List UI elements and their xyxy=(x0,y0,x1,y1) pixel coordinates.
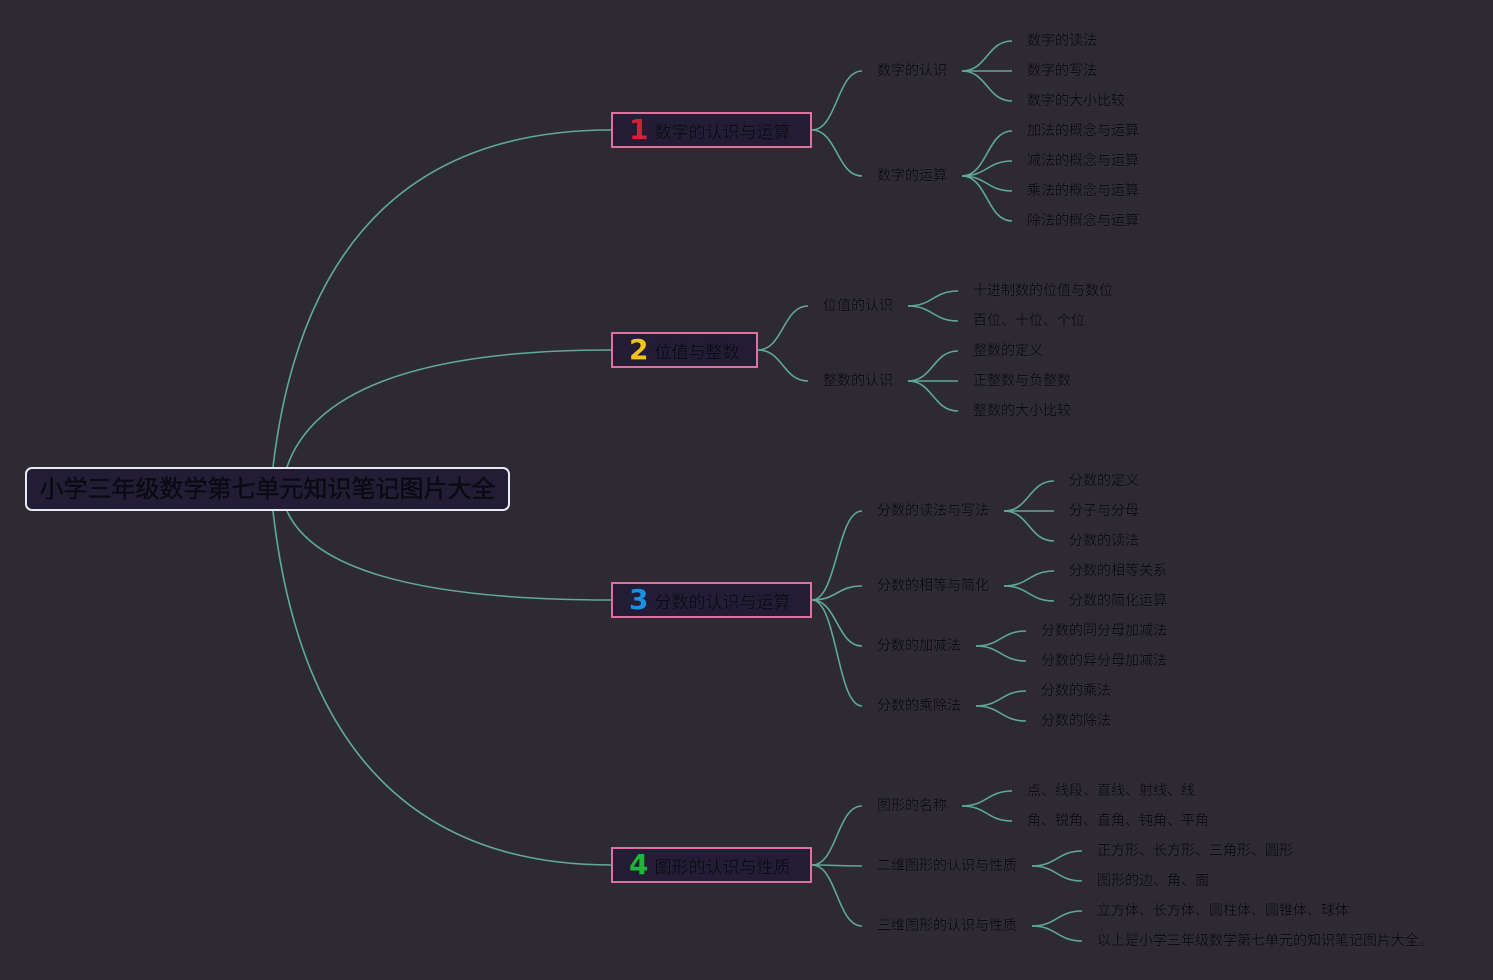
branch-link xyxy=(811,510,863,601)
branch-number: 3 xyxy=(629,583,649,616)
leaf-link xyxy=(961,40,1013,72)
leaf-topic[interactable]: 整数的大小比较 xyxy=(973,403,1071,419)
leaf-topic[interactable]: 减法的概念与运算 xyxy=(1027,153,1139,169)
subtopic[interactable]: 分数的加减法 xyxy=(877,638,961,654)
leaf-link xyxy=(1031,865,1083,882)
leaf-topic[interactable]: 分子与分母 xyxy=(1069,503,1139,519)
leaf-topic[interactable]: 数字的大小比较 xyxy=(1027,93,1125,109)
subtopic[interactable]: 二维图形的认识与性质 xyxy=(877,858,1017,874)
branch-3[interactable]: 3 分数的认识与运算 xyxy=(611,582,812,618)
leaf-link xyxy=(907,380,959,412)
branch-link xyxy=(811,864,863,867)
leaf-link xyxy=(975,705,1027,722)
branch-number: 1 xyxy=(629,113,649,146)
subtopic[interactable]: 三维图形的认识与性质 xyxy=(877,918,1017,934)
branch-label: 位值与整数 xyxy=(654,342,740,363)
leaf-topic[interactable]: 乘法的概念与运算 xyxy=(1027,183,1139,199)
leaf-link xyxy=(1031,910,1083,927)
leaf-topic[interactable]: 立方体、长方体、圆柱体、圆锥体、球体 xyxy=(1097,903,1349,919)
subtopic[interactable]: 数字的运算 xyxy=(877,168,947,184)
branch-link xyxy=(811,70,863,131)
leaf-topic[interactable]: 除法的概念与运算 xyxy=(1027,213,1139,229)
leaf-topic[interactable]: 正方形、长方形、三角形、圆形 xyxy=(1097,843,1293,859)
subtopic[interactable]: 整数的认识 xyxy=(823,373,893,389)
leaf-topic[interactable]: 数字的读法 xyxy=(1027,33,1097,49)
branch-link xyxy=(811,599,863,647)
leaf-topic[interactable]: 整数的定义 xyxy=(973,343,1043,359)
root-link xyxy=(286,349,612,468)
leaf-link xyxy=(961,70,1013,102)
branch-link xyxy=(811,599,863,707)
subtopic[interactable]: 数字的认识 xyxy=(877,63,947,79)
leaf-link xyxy=(961,790,1013,807)
branch-link xyxy=(757,349,809,382)
root-topic[interactable]: 小学三年级数学第七单元知识笔记图片大全 xyxy=(25,467,510,511)
leaf-link xyxy=(1031,925,1083,942)
leaf-link xyxy=(961,805,1013,822)
leaf-link xyxy=(1003,585,1055,602)
leaf-link xyxy=(1003,570,1055,587)
subtopic[interactable]: 分数的乘除法 xyxy=(877,698,961,714)
leaf-link xyxy=(1003,480,1055,512)
leaf-topic[interactable]: 图形的边、角、面 xyxy=(1097,873,1209,889)
branch-4[interactable]: 4 图形的认识与性质 xyxy=(611,847,812,883)
leaf-topic[interactable]: 以上是小学三年级数学第七单元的知识笔记图片大全。 xyxy=(1097,933,1433,949)
branch-label: 图形的认识与性质 xyxy=(654,857,791,878)
branch-label: 分数的认识与运算 xyxy=(654,592,791,613)
leaf-topic[interactable]: 分数的除法 xyxy=(1041,713,1111,729)
leaf-topic[interactable]: 分数的同分母加减法 xyxy=(1041,623,1167,639)
leaf-link xyxy=(907,290,959,307)
leaf-link xyxy=(961,175,1013,222)
leaf-link xyxy=(975,690,1027,707)
branch-2[interactable]: 2 位值与整数 xyxy=(611,332,758,368)
subtopic[interactable]: 图形的名称 xyxy=(877,798,947,814)
branch-1[interactable]: 1 数字的认识与运算 xyxy=(611,112,812,148)
root-link xyxy=(272,510,612,866)
leaf-link xyxy=(961,130,1013,177)
leaf-topic[interactable]: 分数的乘法 xyxy=(1041,683,1111,699)
root-link xyxy=(286,510,612,601)
branch-link xyxy=(811,129,863,177)
leaf-topic[interactable]: 角、锐角、直角、钝角、平角 xyxy=(1027,813,1209,829)
branch-link xyxy=(811,864,863,927)
leaf-topic[interactable]: 分数的读法 xyxy=(1069,533,1139,549)
leaf-topic[interactable]: 点、线段、直线、射线、线 xyxy=(1027,783,1195,799)
branch-link xyxy=(811,805,863,866)
leaf-topic[interactable]: 分数的简化运算 xyxy=(1069,593,1167,609)
root-link xyxy=(272,129,612,468)
branch-number: 2 xyxy=(629,333,649,366)
subtopic[interactable]: 分数的读法与写法 xyxy=(877,503,989,519)
leaf-topic[interactable]: 数字的写法 xyxy=(1027,63,1097,79)
leaf-topic[interactable]: 正整数与负整数 xyxy=(973,373,1071,389)
leaf-topic[interactable]: 分数的异分母加减法 xyxy=(1041,653,1167,669)
leaf-topic[interactable]: 十进制数的位值与数位 xyxy=(973,283,1113,299)
leaf-topic[interactable]: 分数的相等关系 xyxy=(1069,563,1167,579)
leaf-topic[interactable]: 百位、十位、个位 xyxy=(973,313,1085,329)
leaf-topic[interactable]: 加法的概念与运算 xyxy=(1027,123,1139,139)
leaf-link xyxy=(975,645,1027,662)
leaf-link xyxy=(1031,850,1083,867)
leaf-link xyxy=(975,630,1027,647)
leaf-topic[interactable]: 分数的定义 xyxy=(1069,473,1139,489)
subtopic[interactable]: 分数的相等与简化 xyxy=(877,578,989,594)
subtopic[interactable]: 位值的认识 xyxy=(823,298,893,314)
leaf-link xyxy=(907,350,959,382)
leaf-link xyxy=(907,305,959,322)
branch-label: 数字的认识与运算 xyxy=(654,122,791,143)
branch-number: 4 xyxy=(629,848,649,881)
leaf-link xyxy=(1003,510,1055,542)
branch-link xyxy=(757,305,809,351)
branch-link xyxy=(811,585,863,601)
